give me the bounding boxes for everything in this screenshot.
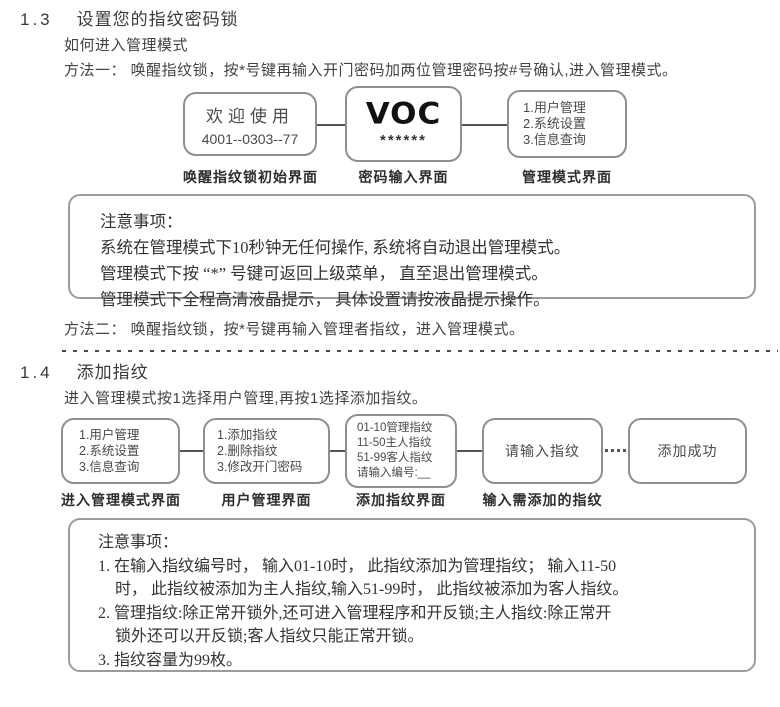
note-line: 管理模式下全程高清液晶提示， 具体设置请按液晶提示操作。: [100, 290, 550, 309]
phone-number-text: 4001--0303--77: [201, 130, 299, 147]
menu-item: 3.信息查询: [523, 132, 586, 147]
menu-item: 1.添加指纹: [217, 428, 278, 442]
screen-box-add-fingerprint: 01-10管理指纹 11-50主人指纹 51-99客人指纹 请输入编号:__: [345, 414, 457, 488]
note-line: 时， 此指纹被添加为主人指纹,输入51-99时， 此指纹被添加为客人指纹。: [115, 581, 629, 598]
password-asterisks: ******: [379, 132, 428, 149]
screen-box-admin-menu-2: 1.用户管理 2.系统设置 3.信息查询: [61, 418, 180, 484]
section-1-3-title: 设置您的指纹密码锁: [76, 10, 239, 29]
menu-item: 3.修改开门密码: [217, 460, 303, 474]
note-line: 管理模式下按 “*” 号键可返回上级菜单， 直至退出管理模式。: [100, 264, 548, 283]
label-add-fingerprint-screen: 添加指纹界面: [356, 492, 446, 508]
enter-fingerprint-text: 请输入指纹: [505, 443, 580, 459]
voc-logo: VOC: [365, 96, 442, 132]
dotted-connector-line: [605, 449, 626, 452]
label-wake-initial-screen: 唤醒指纹锁初始界面: [183, 169, 318, 185]
screen-box-user-mgmt: 1.添加指纹 2.删除指纹 3.修改开门密码: [203, 418, 330, 484]
notes-title: 注意事项：: [98, 534, 179, 551]
note-line: 1. 在输入指纹编号时， 输入01-10时， 此指纹添加为管理指纹； 输入11-…: [98, 557, 617, 575]
notes-title: 注意事项：: [100, 212, 183, 231]
method1-text: 方法一： 唤醒指纹锁，按*号键再输入开门密码加两位管理密码按#号确认,进入管理模…: [64, 62, 678, 79]
screen-box-enter-fingerprint: 请输入指纹: [482, 418, 603, 484]
menu-item: 1.用户管理: [523, 100, 586, 115]
label-enter-admin-mode-screen: 进入管理模式界面: [61, 492, 181, 508]
section-1-4-intro: 进入管理模式按1选择用户管理,再按1选择添加指纹。: [64, 390, 428, 407]
connector-line: [462, 124, 507, 126]
dashed-separator: [62, 350, 778, 352]
connector-line: [180, 450, 203, 452]
menu-item: 2.删除指纹: [217, 444, 278, 458]
note-line: 锁外还可以开反锁;客人指纹只能正常开锁。: [115, 628, 424, 645]
menu-item: 2.系统设置: [523, 116, 586, 131]
notes-box-2: 注意事项： 1. 在输入指纹编号时， 输入01-10时， 此指纹添加为管理指纹；…: [68, 518, 756, 672]
range-owner: 11-50主人指纹: [357, 437, 432, 449]
screen-box-add-success: 添加成功: [628, 418, 747, 484]
enter-number-prompt: 请输入编号:__: [357, 467, 431, 479]
note-line: 2. 管理指纹:除正常开锁外,还可进入管理程序和开反锁;主人指纹:除正常开: [98, 604, 612, 622]
screen-box-password-entry: VOC ******: [345, 86, 462, 162]
menu-item: 1.用户管理: [79, 428, 140, 442]
section-1-3-heading: 1.3 设置您的指纹密码锁: [20, 5, 239, 30]
connector-line: [457, 450, 482, 452]
label-admin-mode-screen: 管理模式界面: [522, 169, 612, 185]
add-success-text: 添加成功: [657, 443, 718, 459]
menu-item: 2.系统设置: [79, 444, 140, 458]
label-input-fingerprint: 输入需添加的指纹: [482, 492, 603, 508]
notes-box-1: 注意事项： 系统在管理模式下10秒钟无任何操作, 系统将自动退出管理模式。 管理…: [68, 194, 756, 309]
screen-box-welcome: 欢迎使用 4001--0303--77: [183, 92, 317, 156]
section-1-4-number: 1.4: [20, 363, 53, 382]
welcome-text: 欢迎使用: [206, 106, 294, 126]
method2-text: 方法二： 唤醒指纹锁，按*号键再输入管理者指纹，进入管理模式。: [64, 321, 525, 338]
section-1-3-number: 1.3: [20, 10, 53, 29]
connector-line: [330, 450, 345, 452]
note-line: 3. 指纹容量为99枚。: [98, 651, 243, 669]
menu-item: 3.信息查询: [79, 460, 140, 474]
screen-box-admin-menu: 1.用户管理 2.系统设置 3.信息查询: [507, 90, 627, 158]
section-1-4-title: 添加指纹: [76, 363, 149, 382]
section-1-4-heading: 1.4 添加指纹: [20, 358, 149, 383]
label-password-screen: 密码输入界面: [358, 169, 449, 185]
label-user-mgmt-screen: 用户管理界面: [221, 492, 312, 508]
note-line: 系统在管理模式下10秒钟无任何操作, 系统将自动退出管理模式。: [100, 238, 571, 257]
range-guest: 51-99客人指纹: [357, 452, 433, 464]
range-admin: 01-10管理指纹: [357, 422, 433, 434]
subtitle-how-to-enter: 如何进入管理模式: [64, 37, 189, 54]
connector-line: [317, 124, 345, 126]
